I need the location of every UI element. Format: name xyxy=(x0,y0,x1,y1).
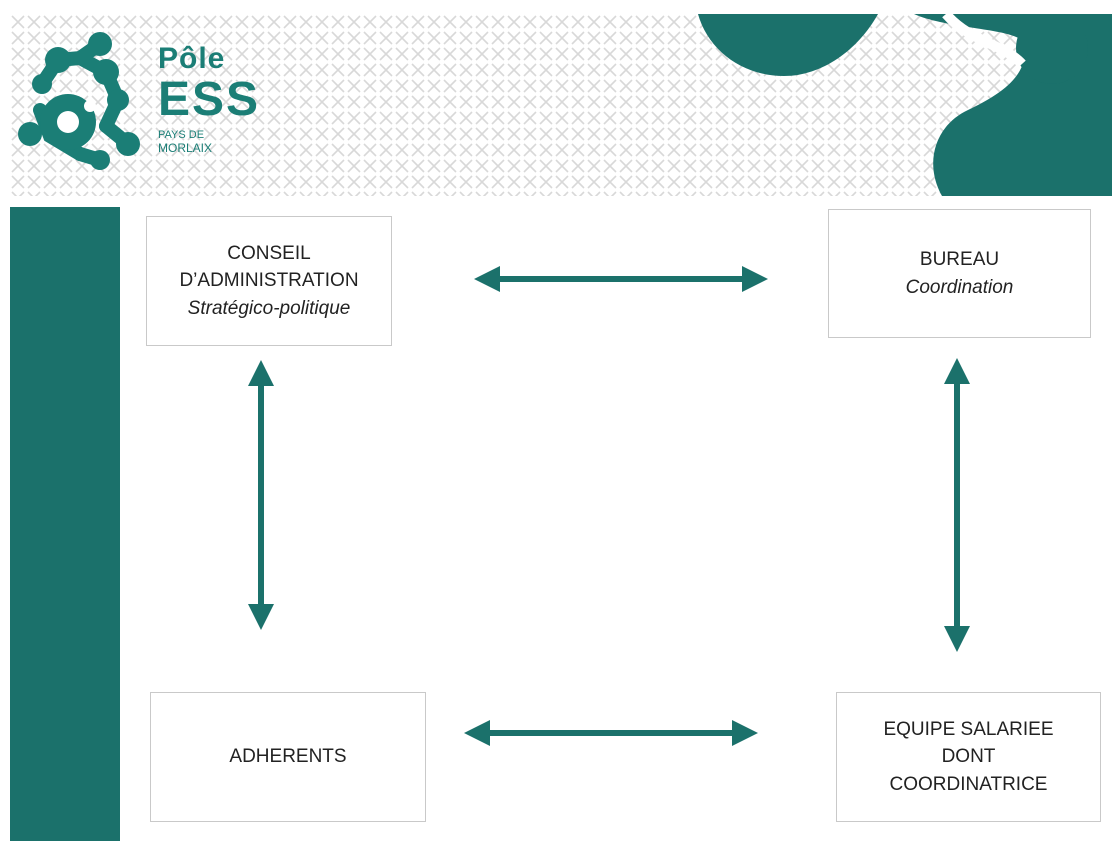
bureau-line1: BUREAU xyxy=(919,248,1000,270)
equipe-line1: EQUIPE SALARIEE xyxy=(883,718,1054,740)
conseil-line1: CONSEIL xyxy=(227,242,311,264)
logo-morlaix-text: MORLAIX xyxy=(158,141,213,155)
conseil-administration-box: CONSEIL D’ADMINISTRATION Stratégico-poli… xyxy=(146,216,392,346)
bureau-subtitle: Coordination xyxy=(905,276,1014,298)
arrow-adherents-equipe xyxy=(464,720,758,746)
equipe-line3: COORDINATRICE xyxy=(889,773,1048,795)
logo-ess-text: ESS xyxy=(158,73,261,126)
left-side-bar xyxy=(10,207,120,841)
adherents-box: ADHERENTS xyxy=(150,692,426,822)
crosshatch-pattern xyxy=(10,14,1112,196)
header-banner: Pôle ESS PAYS DE MORLAIX xyxy=(10,14,1112,196)
bureau-box: BUREAU Coordination xyxy=(828,209,1091,338)
arrow-conseil-bureau xyxy=(474,266,768,292)
pole-ess-logo-icon xyxy=(18,32,140,170)
arrow-conseil-adherents xyxy=(248,360,274,630)
logo-wordmark: Pôle ESS PAYS DE MORLAIX xyxy=(158,42,261,155)
equipe-salariee-box: EQUIPE SALARIEE DONT COORDINATRICE xyxy=(836,692,1101,822)
conseil-subtitle: Stratégico-politique xyxy=(187,297,351,319)
decorative-corner-shape-icon xyxy=(698,14,1112,196)
logo-pole-text: Pôle xyxy=(158,42,226,75)
logo-pays-text: PAYS DE xyxy=(158,129,205,141)
adherents-line1: ADHERENTS xyxy=(229,746,347,768)
equipe-line2: DONT xyxy=(941,746,996,768)
conseil-line2: D’ADMINISTRATION xyxy=(179,270,359,292)
arrow-bureau-equipe xyxy=(944,358,970,652)
